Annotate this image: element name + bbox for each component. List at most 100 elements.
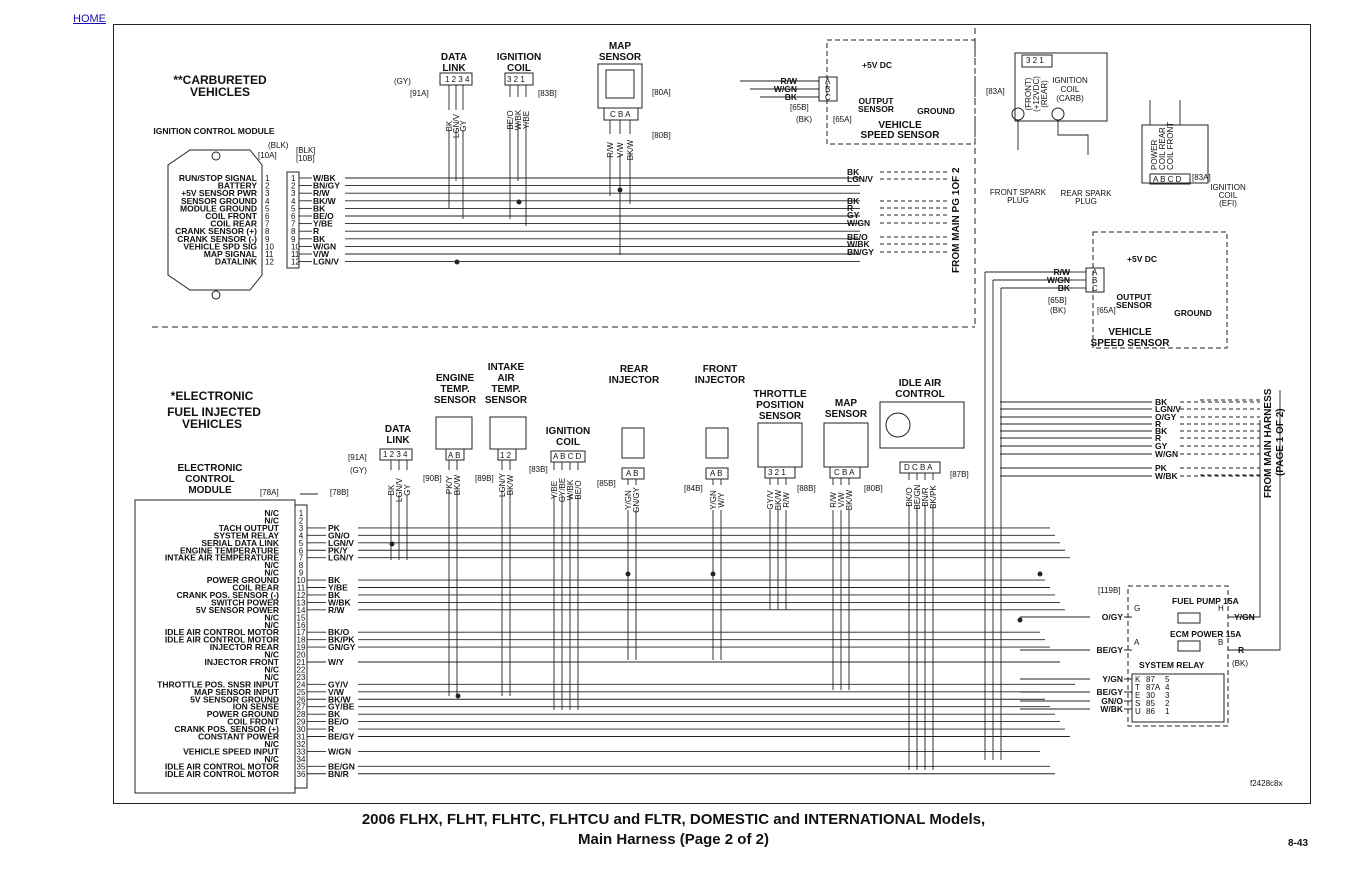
pin-number: 21 bbox=[297, 658, 306, 667]
fuse-wire bbox=[1228, 390, 1281, 651]
coil-label: (FRONT) bbox=[1024, 77, 1033, 110]
wire-color-label: LGN/V bbox=[313, 257, 339, 267]
ecm-title: MODULE bbox=[188, 485, 232, 496]
wire-color-label: Y/BE bbox=[313, 219, 333, 229]
fuse-wire-label: Y/GN bbox=[1234, 612, 1255, 622]
wire-color-label: BK/W bbox=[328, 694, 352, 704]
efi-ign-coil-label: COIL bbox=[556, 437, 580, 448]
wire-color-label: BN/R bbox=[921, 487, 930, 506]
pin-number: 2 bbox=[291, 182, 296, 191]
module-pin-label: SENSOR GROUND bbox=[181, 196, 257, 206]
connector-id: [119B] bbox=[1098, 586, 1121, 595]
wire-color-label: LGN/V bbox=[395, 477, 404, 502]
carb-ign-coil-label: IGNITION bbox=[497, 52, 541, 63]
tps-label: SENSOR bbox=[759, 411, 802, 422]
harness-wire-label: BK bbox=[1155, 426, 1168, 436]
from-main-label: (PAGE 1 OF 2) bbox=[1275, 408, 1286, 476]
efi-data-link-connector bbox=[379, 448, 413, 461]
fuse-wire-label: Y/GN bbox=[1102, 674, 1123, 684]
wire-color-label: BK/W bbox=[626, 139, 635, 160]
wire-color-label: LGN/Y bbox=[498, 472, 507, 497]
front-plug-label: FRONT SPARK bbox=[990, 188, 1047, 197]
pin-number: 10 bbox=[291, 242, 300, 251]
relay-pin: 1 bbox=[1165, 707, 1170, 716]
connector-pins: A B C D bbox=[1153, 175, 1182, 184]
connector-pins: C B A bbox=[610, 110, 631, 119]
ecm-pin-label: TACH OUTPUT bbox=[219, 523, 280, 533]
pin-number: 15 bbox=[297, 613, 306, 622]
wire-color-label: BK/PK bbox=[929, 485, 938, 509]
carb-coil-body bbox=[1014, 52, 1108, 122]
pin-number: 4 bbox=[291, 197, 296, 206]
relay-letter: U bbox=[1135, 707, 1141, 716]
module-pin-label: CRANK SENSOR (-) bbox=[177, 234, 257, 244]
wire-color-label: PK/Y bbox=[445, 475, 454, 494]
efi-coil-title: (EFI) bbox=[1219, 199, 1237, 208]
carb-section-title: VEHICLES bbox=[190, 85, 250, 99]
splice-dot bbox=[1037, 571, 1043, 577]
ecm-power-fuse-icon bbox=[1177, 640, 1201, 652]
pin-number: 20 bbox=[297, 651, 306, 660]
iat-label: SENSOR bbox=[485, 395, 528, 406]
wire-color-label: BK/W bbox=[506, 474, 515, 495]
mount-hole-icon bbox=[211, 290, 221, 300]
pin-number: 11 bbox=[297, 584, 306, 593]
wire-color-label: BK/W bbox=[845, 489, 854, 510]
pin-number: 2 bbox=[299, 516, 304, 525]
fuse-pin: G bbox=[1134, 604, 1140, 613]
relay-letter: S bbox=[1135, 699, 1140, 708]
ecm-pin-label: INJECTOR REAR bbox=[210, 642, 279, 652]
wire-color-label: W/Y bbox=[328, 657, 344, 667]
connector-pins: A B bbox=[710, 469, 722, 478]
carb-coil-pins bbox=[1021, 54, 1053, 68]
iat-label: AIR bbox=[497, 373, 515, 384]
relay-letter: E bbox=[1135, 691, 1140, 700]
ecm-pin-label: N/C bbox=[264, 739, 279, 749]
wire-color-label: GY/BE bbox=[558, 478, 567, 502]
iac-label: IDLE AIR bbox=[899, 378, 942, 389]
ecm-pin-label: ION SENSE bbox=[233, 702, 280, 712]
wire-color-label: W/BK bbox=[514, 109, 523, 130]
pin-number: 23 bbox=[297, 673, 306, 682]
fuel-pump-fuse-icon bbox=[1177, 612, 1201, 624]
connector-id: [65A] bbox=[833, 115, 852, 124]
harness-wire-label: LGN/V bbox=[1155, 404, 1181, 414]
plug-lead bbox=[1017, 120, 1089, 155]
pin-number: 8 bbox=[299, 561, 304, 570]
pin-number: 8 bbox=[291, 227, 296, 236]
connector-id: [65B] bbox=[790, 103, 809, 112]
system-relay-body bbox=[1131, 673, 1225, 723]
pin-number: 3 bbox=[299, 524, 304, 533]
wire-color-label: GY bbox=[403, 484, 412, 496]
eng-temp-label: ENGINE bbox=[436, 373, 475, 384]
harness-wire-label: BK bbox=[847, 196, 860, 206]
pin-letter: B bbox=[825, 85, 830, 94]
front-injector-connector bbox=[705, 467, 729, 480]
connector-pins: 3 2 1 bbox=[1026, 56, 1044, 65]
pin-number: 32 bbox=[297, 740, 306, 749]
pin-number: 34 bbox=[297, 755, 306, 764]
pin-number: 22 bbox=[297, 665, 306, 674]
ecm-pin-label: N/C bbox=[264, 754, 279, 764]
wire-color-label: PK bbox=[328, 523, 341, 533]
figure-id: f2428c8x bbox=[1250, 779, 1282, 788]
harness-wire-label: W/BK bbox=[847, 239, 871, 249]
module-pin-label: VEHICLE SPD SIG bbox=[183, 241, 257, 251]
pin-number: 28 bbox=[297, 710, 306, 719]
wire-color-label: R/W bbox=[782, 492, 791, 508]
harness-wire-label: R bbox=[1155, 433, 1161, 443]
home-link[interactable]: HOME bbox=[73, 13, 106, 25]
wire-color-label: W/GN bbox=[1047, 275, 1070, 285]
efi-section-title: *ELECTRONIC bbox=[171, 389, 254, 403]
wire-color-label: BN/R bbox=[328, 769, 349, 779]
mount-hole-icon bbox=[211, 151, 221, 161]
connector-pins: 1 2 3 4 bbox=[445, 75, 470, 84]
module-pin-label: COIL REAR bbox=[210, 219, 257, 229]
harness-wire-label: LGN/V bbox=[847, 174, 873, 184]
wire-color-label: BK/W bbox=[453, 474, 462, 495]
connector-pins: 1 2 3 4 bbox=[383, 450, 408, 459]
efi-coil-label: COIL FRONT bbox=[1166, 122, 1175, 170]
ecm-pin-label: CONSTANT POWER bbox=[198, 732, 279, 742]
fuse-wire-label: R bbox=[1238, 645, 1244, 655]
efi-vss-box bbox=[1092, 231, 1228, 349]
